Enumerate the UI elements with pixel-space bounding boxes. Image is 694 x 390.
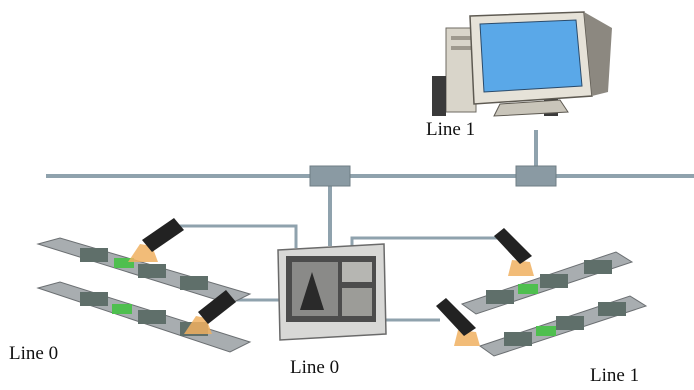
conveyor-highlight: [536, 326, 556, 336]
monitor-screen: [479, 19, 583, 93]
camera-icon: [436, 298, 480, 346]
computer-tower-slot: [451, 46, 471, 50]
cable-to-right-camera-top: [350, 236, 500, 248]
conveyor-part: [180, 276, 208, 290]
computer-speaker-left: [432, 76, 446, 116]
camera-light-beam: [454, 330, 480, 346]
controller-label: Line 0: [290, 357, 340, 378]
conveyor-part: [138, 310, 166, 324]
camera-light-beam: [184, 316, 212, 334]
monitor-stand: [493, 99, 569, 117]
network-switch-icon: [515, 165, 557, 187]
computer-tower-slot: [451, 36, 471, 40]
camera-light-beam: [508, 260, 534, 276]
conveyor-part: [504, 332, 532, 346]
conveyor-part: [486, 290, 514, 304]
left-conveyor-label: Line 0: [9, 343, 59, 364]
conveyor-left-top-parts: [80, 248, 208, 290]
monitor-back: [584, 12, 612, 96]
conveyor-line-icon: [36, 237, 252, 353]
conveyor-part: [138, 264, 166, 278]
conveyor-right-top-parts: [486, 260, 612, 304]
camera-icon: [494, 228, 534, 276]
conveyor-part: [598, 302, 626, 316]
right-conveyor-label: Line 1: [590, 365, 640, 386]
conveyor-part: [540, 274, 568, 288]
conveyor-part: [80, 248, 108, 262]
conveyor-part: [584, 260, 612, 274]
vision-controller-icon: [277, 243, 387, 341]
camera-body: [198, 290, 236, 324]
camera-body: [494, 228, 532, 264]
conveyor-part: [80, 292, 108, 306]
controller-side-panel: [342, 288, 372, 316]
camera-icon: [128, 218, 184, 262]
conveyor-line-icon: [460, 251, 648, 357]
controller-side-panel: [342, 262, 372, 282]
conveyor-part: [556, 316, 584, 330]
camera-icon: [184, 290, 236, 334]
conveyor-highlight: [112, 304, 132, 314]
controller-image-shape: [300, 272, 324, 310]
network-switch-icon: [309, 165, 351, 187]
network-backbone: [46, 130, 694, 246]
conveyor-highlight: [114, 258, 134, 268]
camera-body: [436, 298, 476, 336]
desktop-computer-icon: [432, 11, 612, 117]
cable-to-left-camera-top: [178, 224, 298, 248]
conveyor-highlight: [518, 284, 538, 294]
conveyor-right-bottom-parts: [504, 302, 626, 346]
camera-body: [142, 218, 184, 252]
monitor-label: Line 1: [426, 119, 476, 140]
